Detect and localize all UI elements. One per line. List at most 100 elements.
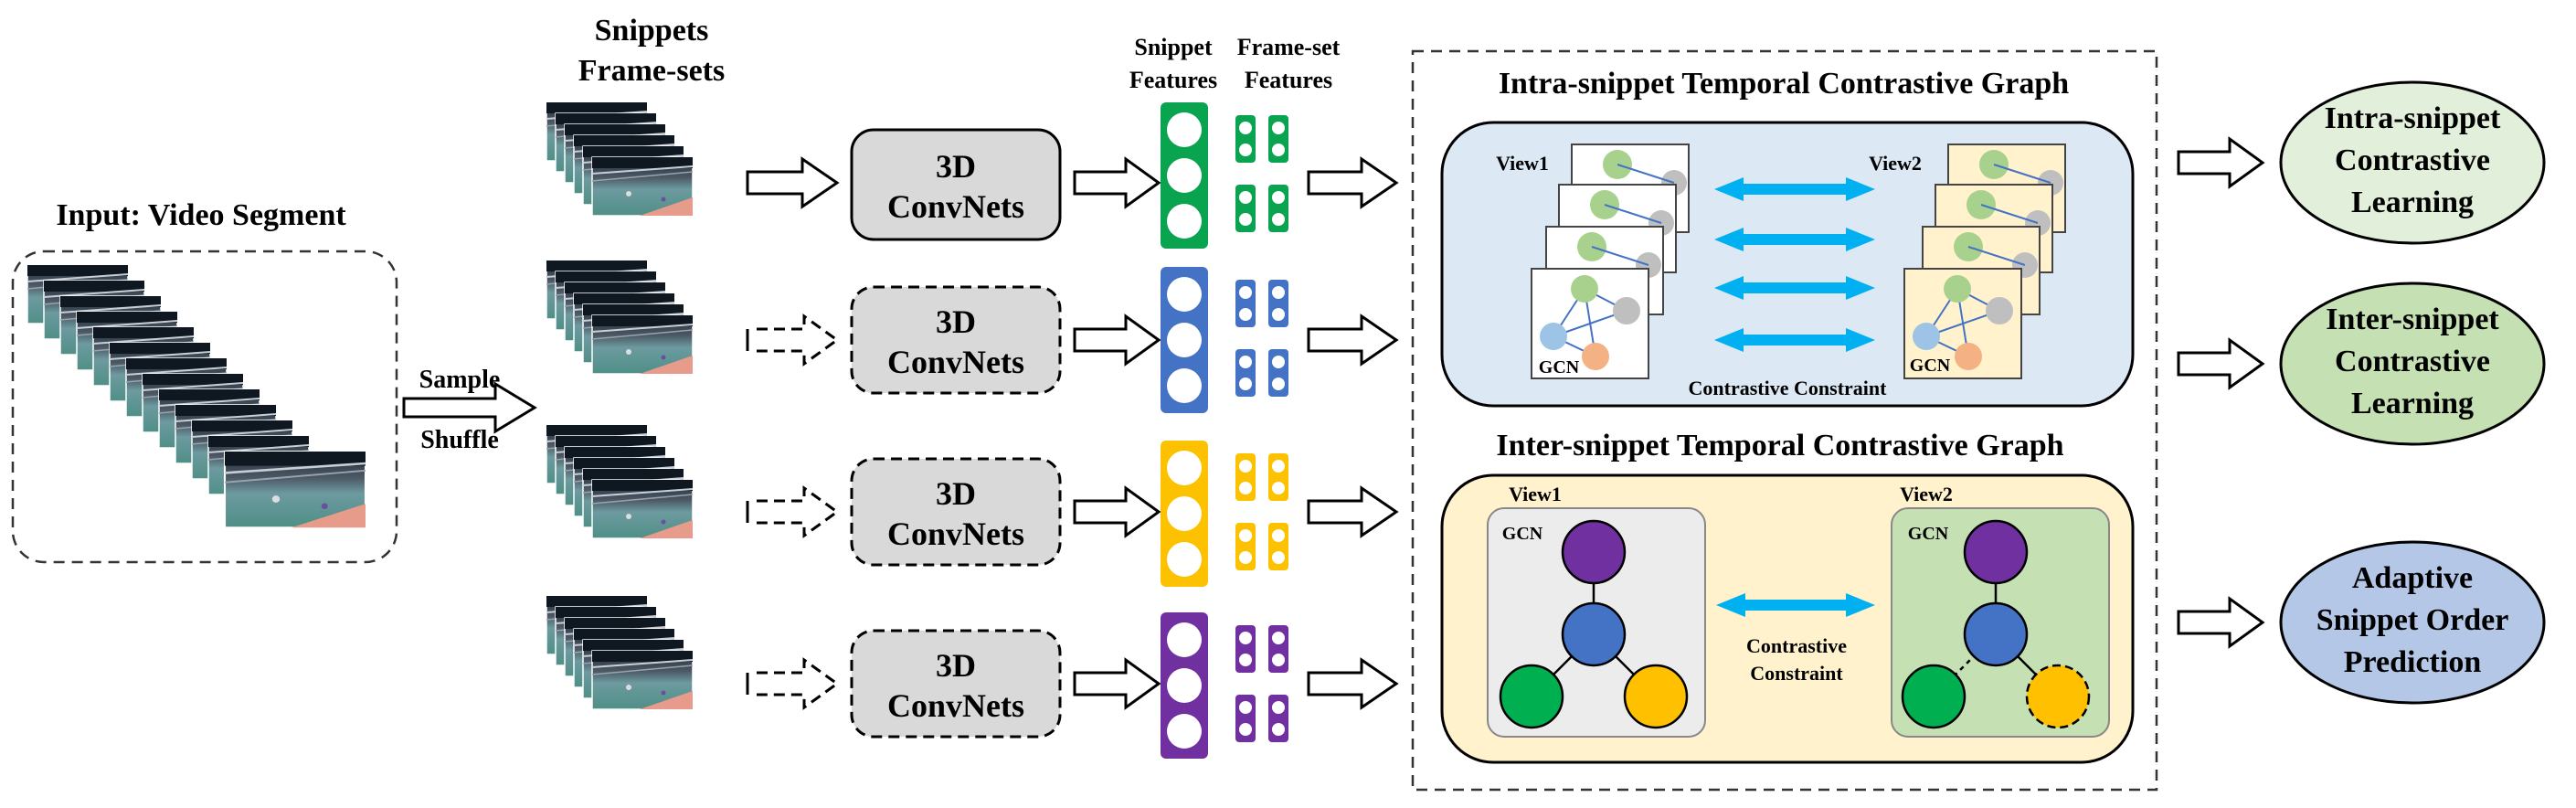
- inter-contrastive-arrow: [1716, 593, 1875, 617]
- green-node: [1901, 664, 1966, 729]
- convnets-label-line2: ConvNets: [887, 188, 1024, 225]
- frameset-feature-vector: [1268, 115, 1288, 163]
- inter-constraint-label-line2: Constraint: [1750, 662, 1843, 685]
- snippet-arrow-1: [746, 156, 840, 209]
- frameset-feature-vector: [1268, 280, 1288, 327]
- svg-text:Inter-snippet: Inter-snippet: [2326, 303, 2499, 336]
- inter-view1-gcn-label: GCN: [1502, 524, 1543, 544]
- frameset-feature-vector: [1268, 453, 1288, 501]
- frameset-feature-vector: [1235, 695, 1256, 742]
- convnets-arrow-4: [1073, 657, 1161, 710]
- frameset-feature-vector: [1235, 280, 1256, 327]
- snippet-arrow-3: [746, 485, 840, 538]
- svg-text:Contrastive: Contrastive: [2335, 144, 2490, 177]
- snippet-features-title-line2: Features: [1129, 67, 1217, 93]
- snippet-frames-1: [546, 101, 694, 217]
- purple-node: [1963, 519, 2029, 585]
- svg-text:Contrastive: Contrastive: [2335, 345, 2490, 378]
- snippets-title-line2: Frame-sets: [578, 54, 725, 88]
- convnets-box-1: 3D ConvNets: [850, 128, 1062, 241]
- convnets-label-line2: ConvNets: [887, 344, 1024, 380]
- output-arrow-3: [2177, 596, 2265, 649]
- snippet-feature-vector-2: [1161, 267, 1208, 413]
- sample-label: Sample: [419, 366, 501, 394]
- frameset-feature-vector: [1235, 349, 1256, 397]
- graph-dashed-container: [1411, 49, 2158, 792]
- snippet-features-title-line1: Snippet: [1134, 34, 1213, 60]
- blue-node: [1561, 601, 1627, 667]
- snippet-feature-vector-3: [1161, 441, 1208, 587]
- frameset-feature-vector: [1268, 625, 1288, 673]
- convnets-arrow-3: [1073, 485, 1161, 538]
- snippet-arrow-2: [746, 314, 840, 367]
- yellow-node: [2025, 664, 2091, 729]
- svg-text:Intra-snippet: Intra-snippet: [2325, 101, 2501, 135]
- svg-text:Adaptive: Adaptive: [2352, 561, 2473, 595]
- convnets-label-line2: ConvNets: [887, 687, 1024, 724]
- frameset-feature-vector: [1235, 523, 1256, 570]
- input-video-frames: [27, 264, 367, 529]
- frameset-feature-vector: [1268, 523, 1288, 570]
- frameset-feature-vector: [1235, 115, 1256, 163]
- snippet-feature-vector-1: [1161, 102, 1208, 249]
- input-video-box: [11, 250, 398, 564]
- convnets-label-line1: 3D: [936, 647, 976, 684]
- inter-view2-gcn-label: GCN: [1908, 524, 1949, 544]
- output-intra-contrastive-learning: Intra-snippet Contrastive Learning: [2279, 80, 2546, 245]
- convnets-label-line1: 3D: [936, 148, 976, 185]
- convnets-arrow-1: [1073, 156, 1161, 209]
- snippet-feature-vector-4: [1161, 612, 1208, 759]
- intra-view2-gcn-label: GCN: [1910, 356, 1951, 376]
- inter-view1-label: View1: [1509, 483, 1562, 505]
- inter-graph-title: Inter-snippet Temporal Contrastive Graph: [1496, 429, 2063, 462]
- purple-node: [1561, 519, 1627, 585]
- inter-view1-gcn: [1487, 507, 1706, 738]
- frameset-feature-vector: [1235, 625, 1256, 673]
- features-arrow-4: [1307, 657, 1399, 710]
- intra-view2-graph-stack: [1903, 144, 2066, 379]
- frameset-feature-vector: [1235, 453, 1256, 501]
- frameset-feature-vector: [1268, 695, 1288, 742]
- green-node: [1499, 664, 1564, 729]
- convnets-box-3: 3D ConvNets: [850, 457, 1062, 567]
- snippet-arrow-4: [746, 657, 840, 710]
- inter-view2-label: View2: [1900, 483, 1953, 505]
- blue-node: [1963, 601, 2029, 667]
- output-inter-contrastive-learning: Inter-snippet Contrastive Learning: [2279, 282, 2546, 446]
- shuffle-label: Shuffle: [420, 426, 499, 454]
- svg-text:Learning: Learning: [2351, 186, 2474, 219]
- convnets-label-line1: 3D: [936, 303, 976, 340]
- convnets-box-2: 3D ConvNets: [850, 285, 1062, 395]
- intra-view1-graph-stack: [1531, 144, 1690, 379]
- intra-view2-label: View2: [1869, 152, 1922, 175]
- convnets-arrow-2: [1073, 314, 1161, 367]
- output-arrow-2: [2177, 337, 2265, 390]
- svg-text:Prediction: Prediction: [2344, 645, 2482, 679]
- intra-constraint-label: Contrastive Constraint: [1689, 377, 1888, 399]
- intra-graph-title: Intra-snippet Temporal Contrastive Graph: [1499, 67, 2069, 101]
- frameset-features-title-line1: Frame-set: [1237, 34, 1341, 60]
- frameset-feature-vector: [1235, 185, 1256, 232]
- svg-text:Snippet Order: Snippet Order: [2316, 603, 2509, 637]
- convnets-label-line2: ConvNets: [887, 516, 1024, 552]
- sample-shuffle-arrow: [402, 381, 537, 434]
- output-arrow-1: [2177, 136, 2265, 189]
- output-adaptive-snippet-order-prediction: Adaptive Snippet Order Prediction: [2279, 540, 2546, 705]
- frameset-feature-vector: [1268, 349, 1288, 397]
- inter-view2-gcn: [1891, 507, 2110, 738]
- snippet-frames-3: [546, 424, 694, 539]
- snippets-title-line1: Snippets: [595, 14, 709, 48]
- input-title: Input: Video Segment: [56, 198, 346, 232]
- snippet-frames-4: [546, 595, 694, 710]
- features-arrow-3: [1307, 485, 1399, 538]
- convnets-label-line1: 3D: [936, 475, 976, 512]
- intra-view1-label: View1: [1496, 152, 1549, 175]
- features-arrow-1: [1307, 156, 1399, 209]
- svg-text:Learning: Learning: [2351, 387, 2474, 420]
- intra-contrastive-arrows: [1714, 177, 1875, 352]
- features-arrow-2: [1307, 314, 1399, 367]
- yellow-node: [1623, 664, 1689, 729]
- convnets-box-4: 3D ConvNets: [850, 629, 1062, 739]
- inter-constraint-label-line1: Contrastive: [1746, 634, 1847, 657]
